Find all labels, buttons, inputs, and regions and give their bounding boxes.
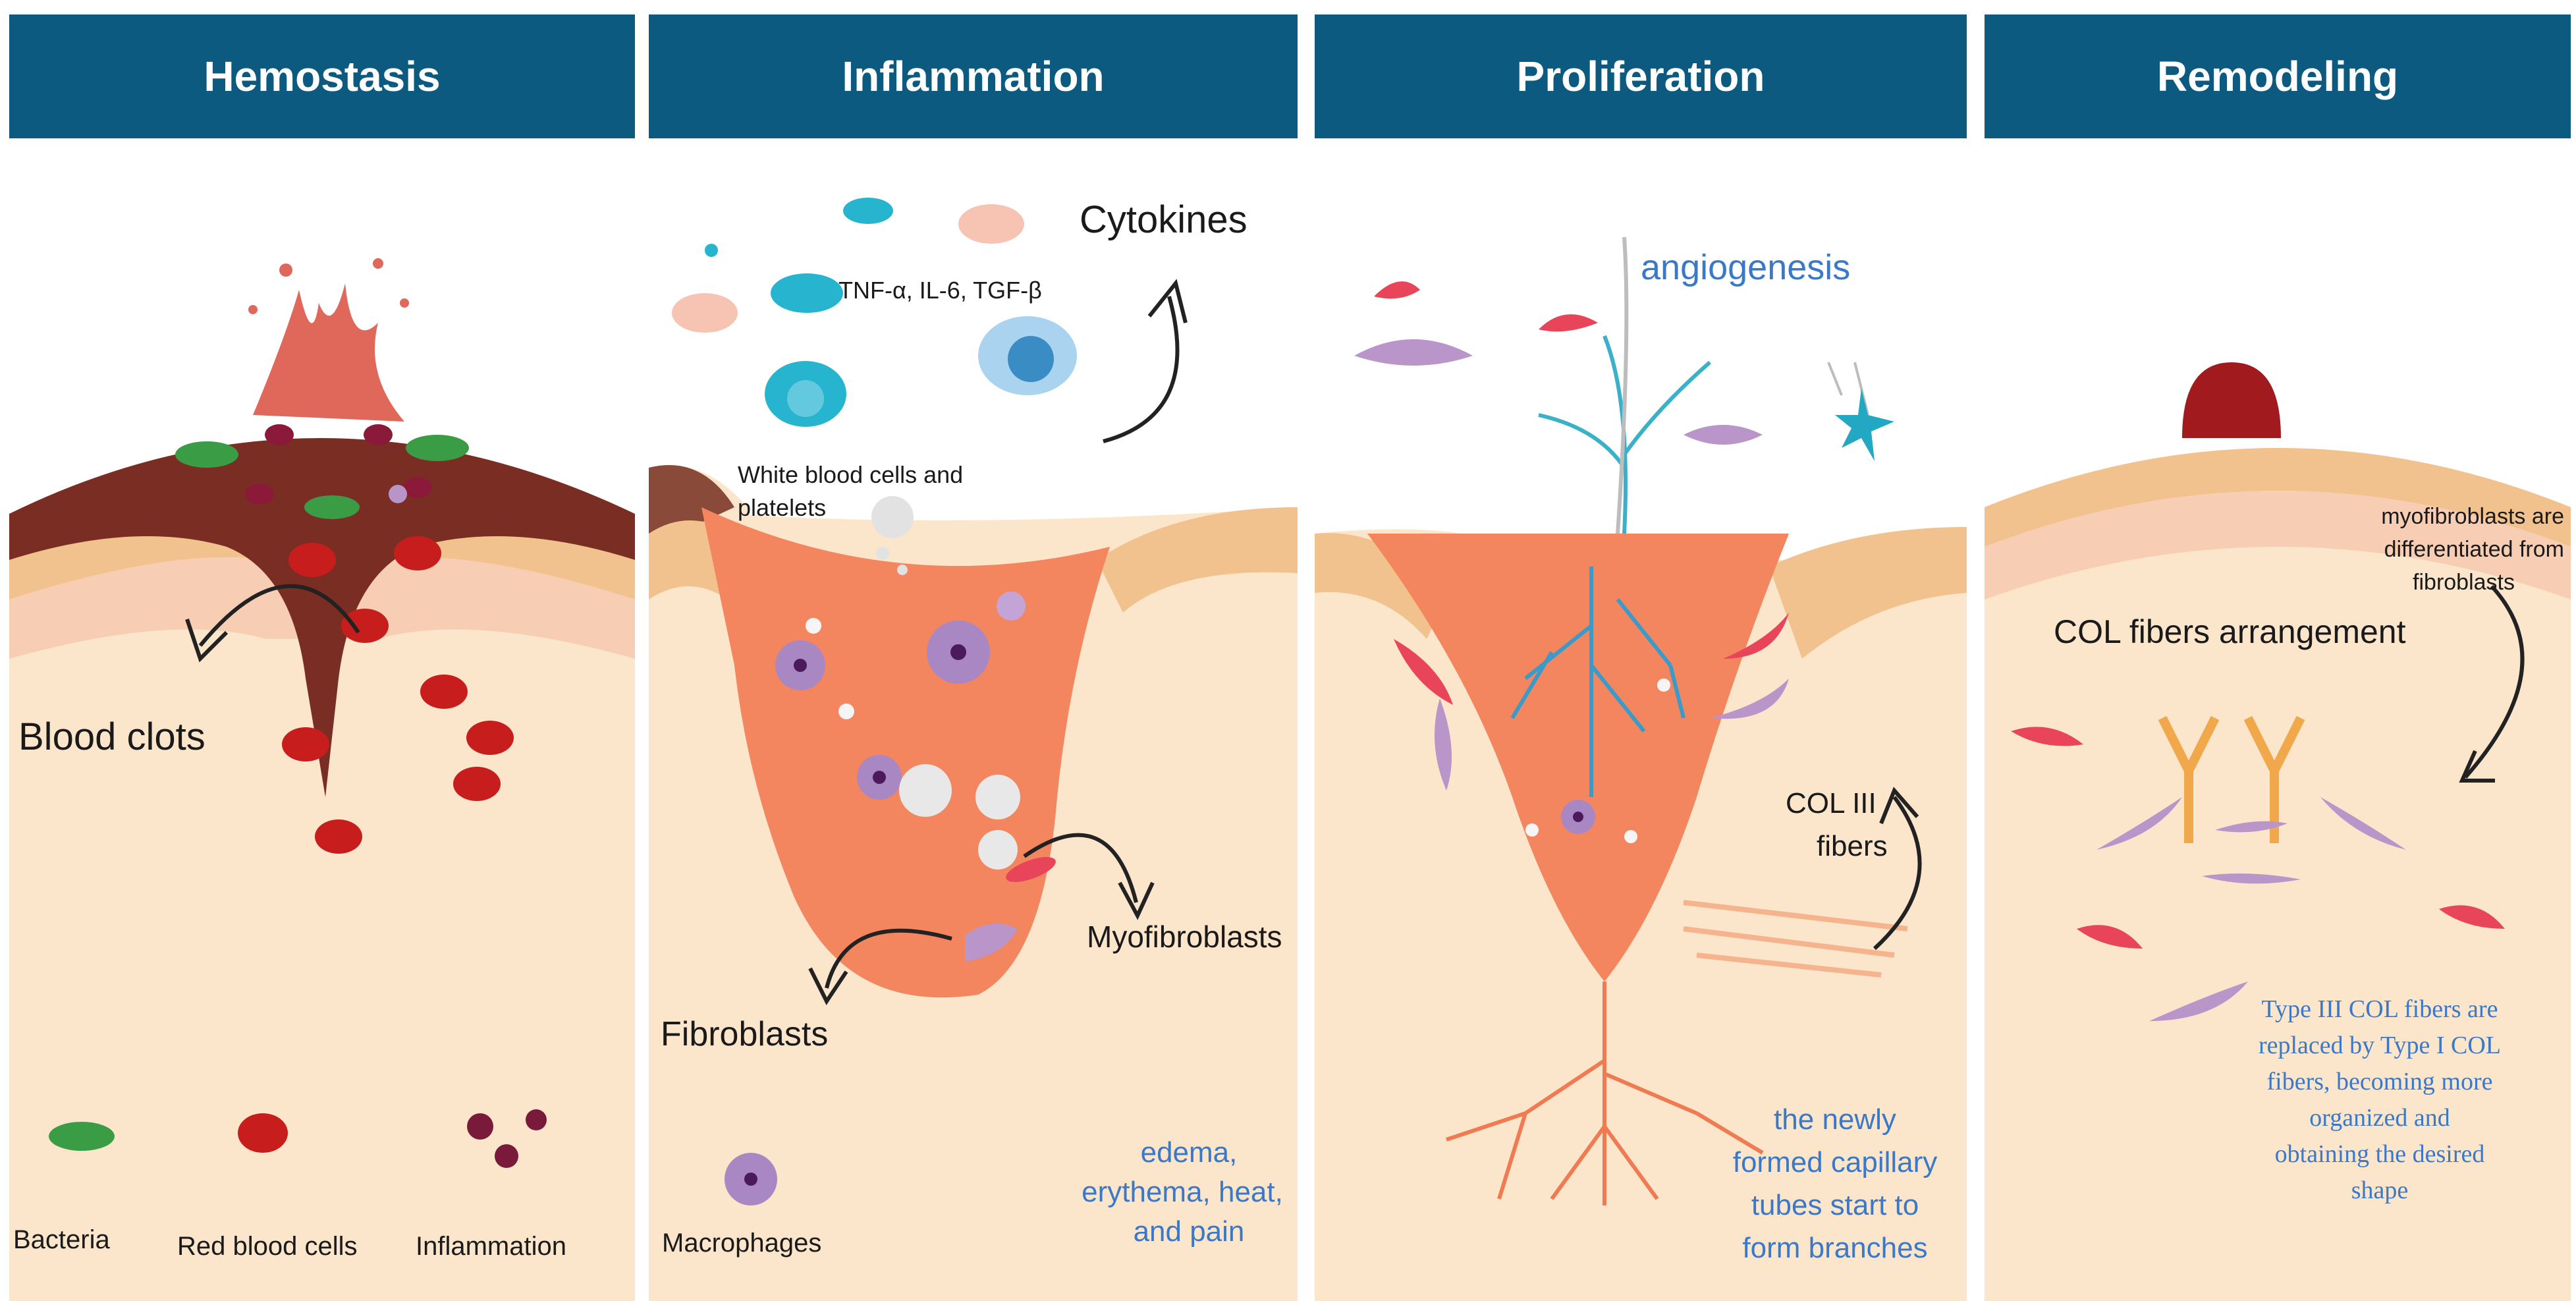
label-type-replace-line5: obtaining the desired bbox=[2274, 1140, 2485, 1168]
remodeling-illustration bbox=[1985, 138, 2571, 1301]
scab bbox=[2182, 362, 2281, 438]
label-blood-clots: Blood clots bbox=[18, 715, 206, 758]
phase-header-inflammation: Inflammation bbox=[649, 14, 1298, 138]
legend-red-blood-cell-icon bbox=[238, 1113, 288, 1153]
inflammation-illustration bbox=[649, 138, 1298, 1301]
label-myo-diff-line2: differentiated from bbox=[2384, 537, 2564, 562]
label-symptoms-line3: and pain bbox=[1133, 1215, 1245, 1248]
bacteria-cell bbox=[304, 495, 360, 519]
red-blood-cell bbox=[282, 727, 329, 761]
label-capillary-line3: tubes start to bbox=[1751, 1189, 1919, 1221]
panel-proliferation: Proliferation bbox=[1315, 0, 1967, 1301]
label-col-arrangement: COL fibers arrangement bbox=[2054, 613, 2406, 650]
proliferation-scene: angiogenesis COL III fibers the newly fo… bbox=[1315, 138, 1967, 1301]
legend-label-inflammation: Inflammation bbox=[416, 1232, 566, 1261]
label-myofibroblasts: Myofibroblasts bbox=[1087, 920, 1282, 954]
label-cytokine-list: TNF-α, IL-6, TGF-β bbox=[838, 277, 1042, 304]
red-blood-cell bbox=[288, 543, 336, 577]
legend-bacteria-icon bbox=[49, 1122, 115, 1151]
cytokine-cell bbox=[771, 273, 843, 313]
phase-header-proliferation: Proliferation bbox=[1315, 14, 1967, 138]
legend-label-bacteria: Bacteria bbox=[13, 1225, 110, 1254]
panel-inflammation: Inflammation bbox=[649, 0, 1298, 1301]
label-type-replace-line2: replaced by Type I COL bbox=[2258, 1032, 2502, 1059]
label-capillary-line1: the newly bbox=[1774, 1103, 1896, 1136]
label-symptoms-line2: erythema, heat, bbox=[1082, 1176, 1283, 1208]
cytokine-cell bbox=[843, 198, 893, 224]
red-blood-cell bbox=[394, 536, 441, 570]
label-capillary-line2: formed capillary bbox=[1732, 1146, 1938, 1178]
hemostasis-scene: Blood clots Bacteria Red blood cells Inf… bbox=[9, 138, 635, 1301]
phase-header-remodeling: Remodeling bbox=[1985, 14, 2571, 138]
remodeling-scene: myofibroblasts are differentiated from f… bbox=[1985, 138, 2571, 1301]
stellate-cell-icon bbox=[1835, 389, 1894, 461]
red-blood-cell bbox=[466, 721, 514, 755]
red-blood-cell bbox=[453, 767, 501, 801]
red-blood-cell bbox=[420, 675, 468, 709]
panel-remodeling: Remodeling myofibroblasts are di bbox=[1985, 0, 2571, 1301]
panel-hemostasis: Hemostasis bbox=[9, 0, 635, 1301]
granulation-tissue bbox=[1367, 534, 1789, 982]
label-capillary-line4: form branches bbox=[1742, 1232, 1928, 1264]
label-col3-line2: fibers bbox=[1817, 830, 1888, 862]
hemostasis-illustration bbox=[9, 138, 635, 1301]
label-macrophages: Macrophages bbox=[662, 1229, 822, 1258]
label-wbc-line1: White blood cells and bbox=[738, 461, 964, 488]
inflammation-scene: Cytokines TNF-α, IL-6, TGF-β White blood… bbox=[649, 138, 1298, 1301]
bacteria-cell bbox=[406, 435, 469, 461]
red-blood-cell bbox=[315, 819, 362, 854]
cytokine-cell bbox=[672, 293, 738, 333]
cytokine-cell bbox=[958, 204, 1024, 244]
proliferation-illustration bbox=[1315, 138, 1967, 1301]
label-type-replace-line4: organized and bbox=[2309, 1104, 2450, 1132]
label-myo-diff-line3: fibroblasts bbox=[2413, 570, 2515, 595]
label-wbc-line2: platelets bbox=[738, 494, 827, 521]
label-cytokines: Cytokines bbox=[1080, 198, 1247, 241]
label-symptoms-line1: edema, bbox=[1140, 1136, 1238, 1169]
label-type-replace-line1: Type III COL fibers are bbox=[2261, 995, 2498, 1023]
label-type-replace-line6: shape bbox=[2351, 1176, 2409, 1204]
label-fibroblasts: Fibroblasts bbox=[661, 1015, 829, 1053]
bacteria-cell bbox=[175, 441, 238, 468]
label-angiogenesis: angiogenesis bbox=[1641, 248, 1851, 287]
label-col3-line1: COL III bbox=[1786, 787, 1877, 819]
label-type-replace-line3: fibers, becoming more bbox=[2266, 1068, 2493, 1095]
platelet bbox=[871, 496, 914, 538]
label-myo-diff-line1: myofibroblasts are bbox=[2381, 504, 2564, 529]
legend-inflammation-icon bbox=[467, 1113, 493, 1140]
legend-label-red-blood-cells: Red blood cells bbox=[177, 1232, 358, 1261]
red-blood-cell bbox=[341, 609, 389, 643]
phase-header-hemostasis: Hemostasis bbox=[9, 14, 635, 138]
